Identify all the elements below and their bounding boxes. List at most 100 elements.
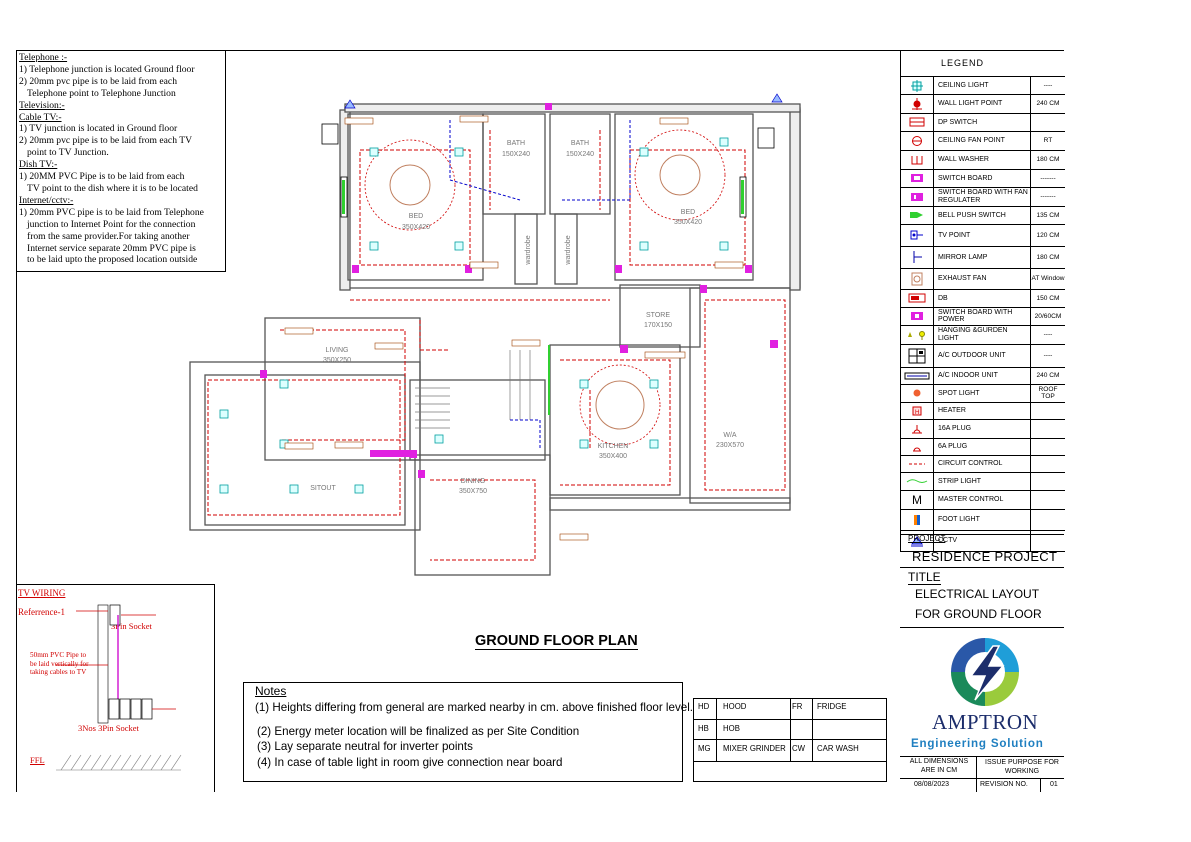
legend-row: CIRCUIT CONTROL xyxy=(901,455,1065,473)
legend-item-name: A/C OUTDOOR UNIT xyxy=(938,352,1006,360)
switch-board-power-icon xyxy=(901,307,934,325)
legend-item-value xyxy=(1030,490,1065,509)
room-size-wa: 230X570 xyxy=(716,442,744,449)
legend-item-value xyxy=(1030,509,1065,530)
legend-row: DP SWITCH xyxy=(901,113,1065,133)
legend-item-value: 135 CM xyxy=(1030,206,1065,224)
room-label-kitchen: KITCHEN xyxy=(598,443,629,450)
note-line: 1) Telephone junction is located Ground … xyxy=(19,63,195,75)
company-logo-icon xyxy=(951,638,1019,706)
note-line: Telephone point to Telephone Junction xyxy=(27,87,176,99)
legend-item-value: ---- xyxy=(1030,344,1065,367)
legend-item-name: EXHAUST FAN xyxy=(938,275,987,283)
abbr-name: HOB xyxy=(723,724,740,733)
legend-row: 6A PLUG xyxy=(901,438,1065,456)
legend-item-name: CIRCUIT CONTROL xyxy=(938,460,1003,468)
legend-item-name: SWITCH BOARD xyxy=(938,174,993,182)
legend-item-name: DB xyxy=(938,294,948,302)
top-socket-label: 3Pin Socket xyxy=(111,621,152,631)
legend-item-name: A/C INDOOR UNIT xyxy=(938,372,998,380)
ceiling-fan-point-icon xyxy=(901,132,934,151)
spot-light-icon xyxy=(901,384,934,402)
legend-item-value: 20/60CM xyxy=(1030,307,1065,325)
sheet-left-border xyxy=(16,50,17,792)
heater-icon: H xyxy=(901,402,934,419)
legend-item-name: BELL PUSH SWITCH xyxy=(938,211,1006,219)
note-line: Television:- xyxy=(19,99,65,111)
ffl-label: FFL xyxy=(30,755,45,765)
master-control-icon: M xyxy=(901,490,934,509)
note-line: 1) TV junction is located in Ground floo… xyxy=(19,123,178,135)
telephone-tv-notes: Telephone :- 1) Telephone junction is lo… xyxy=(16,50,226,272)
note-line: (2) Energy meter location will be finali… xyxy=(257,725,580,738)
abbr-name: HOOD xyxy=(723,702,747,711)
legend-row: A/C INDOOR UNIT 240 CM xyxy=(901,367,1065,385)
legend-item-value: 240 CM xyxy=(1030,367,1065,384)
room-label-store: STORE xyxy=(646,312,670,319)
legend-item-name: TV POINT xyxy=(938,231,971,239)
legend-row: SPOT LIGHT ROOF TOP xyxy=(901,384,1065,403)
note-line: 1) 20MM PVC Pipe is to be laid from each xyxy=(19,171,185,183)
legend-item-name: SWITCH BOARD WITH FAN REGULATER xyxy=(938,189,1028,204)
legend-item-value: ---- xyxy=(1030,325,1065,344)
room-label-wardrobe2: wardrobe xyxy=(565,235,572,265)
legend-row: HANGING &GURDEN LIGHT---- xyxy=(901,325,1065,345)
project-name: RESIDENCE PROJECT xyxy=(912,549,1058,564)
legend-item-value: 120 CM xyxy=(1030,224,1065,246)
db-icon xyxy=(901,289,934,307)
note-line: to be laid upto the proposed location ou… xyxy=(27,254,198,266)
mirror-lamp-icon xyxy=(901,246,934,268)
legend-item-value xyxy=(1030,402,1065,419)
note-line: Telephone :- xyxy=(19,52,68,63)
abbr-name: CAR WASH xyxy=(817,744,859,753)
switch-board-fan-regulator-icon xyxy=(901,187,934,206)
legend-item-value xyxy=(1030,530,1065,551)
legend-item-value xyxy=(1030,455,1065,472)
general-notes: Notes (1) Heights differing from general… xyxy=(243,682,693,782)
note-line: 2) 20mm pvc pipe is to be laid from each… xyxy=(19,135,193,147)
title-block-divider xyxy=(900,627,1064,628)
company-name: AMPTRON xyxy=(932,710,1039,734)
legend-item-value xyxy=(1030,472,1065,490)
switch-board-icon xyxy=(901,169,934,187)
project-label: PROJECT xyxy=(908,534,946,543)
room-size-store: 170X150 xyxy=(644,322,672,329)
room-label-bed1: BED xyxy=(409,213,423,220)
note-line: junction to Internet Point for the conne… xyxy=(27,218,196,230)
abbr-code: HD xyxy=(698,702,710,711)
abbreviation-table: HD HOOD FR FRIDGE HB HOB MG MIXER GRINDE… xyxy=(693,698,887,782)
legend-item-value: ---- xyxy=(1030,77,1065,95)
room-size-bath2: 150X240 xyxy=(566,151,594,158)
revision-number: 01 xyxy=(1050,781,1058,788)
legend-item-name: DP SWITCH xyxy=(938,118,978,126)
pipe-note: 50mm PVC Pipe to be laid vertically for … xyxy=(30,651,89,677)
legend-item-name: MIRROR LAMP xyxy=(938,253,988,261)
legend-item-value: ROOF TOP xyxy=(1030,384,1065,402)
legend-item-name: SWITCH BOARD WITH POWER xyxy=(938,308,1013,324)
note-line: from the same provider.For taking anothe… xyxy=(27,230,190,242)
tv-wiring-title: TV WIRING xyxy=(18,588,66,598)
note-line: Internet/cctv:- xyxy=(19,194,74,206)
foot-light-icon xyxy=(901,509,934,530)
legend-item-name: 6A PLUG xyxy=(938,443,968,451)
strip-light-icon xyxy=(901,472,934,490)
title-block-divider xyxy=(976,778,977,792)
legend-row: SWITCH BOARD------- xyxy=(901,169,1065,188)
legend-item-value xyxy=(1030,438,1065,455)
legend-item-name: SPOT LIGHT xyxy=(938,389,980,397)
legend-row: CEILING LIGHT---- xyxy=(901,77,1065,96)
legend: LEGEND CEILING LIGHT----WALL LIGHT POINT… xyxy=(900,50,1065,552)
legend-row: STRIP LIGHT xyxy=(901,472,1065,491)
note-line: 1) 20mm PVC pipe is to be laid from Tele… xyxy=(19,206,204,218)
note-line: 2) 20mm pvc pipe is to be laid from each xyxy=(19,75,177,87)
issue-purpose: ISSUE PURPOSE FOR WORKING xyxy=(985,759,1059,775)
bell-push-switch-icon xyxy=(901,206,934,224)
abbr-code: HB xyxy=(698,724,709,733)
legend-row: TV POINT 120 CM xyxy=(901,224,1065,247)
note-line: Dish TV:- xyxy=(19,159,58,171)
hanging-garden-light-icon xyxy=(901,325,934,344)
legend-row: CCTV xyxy=(901,530,1065,552)
ac-outdoor-unit-icon xyxy=(901,344,934,367)
